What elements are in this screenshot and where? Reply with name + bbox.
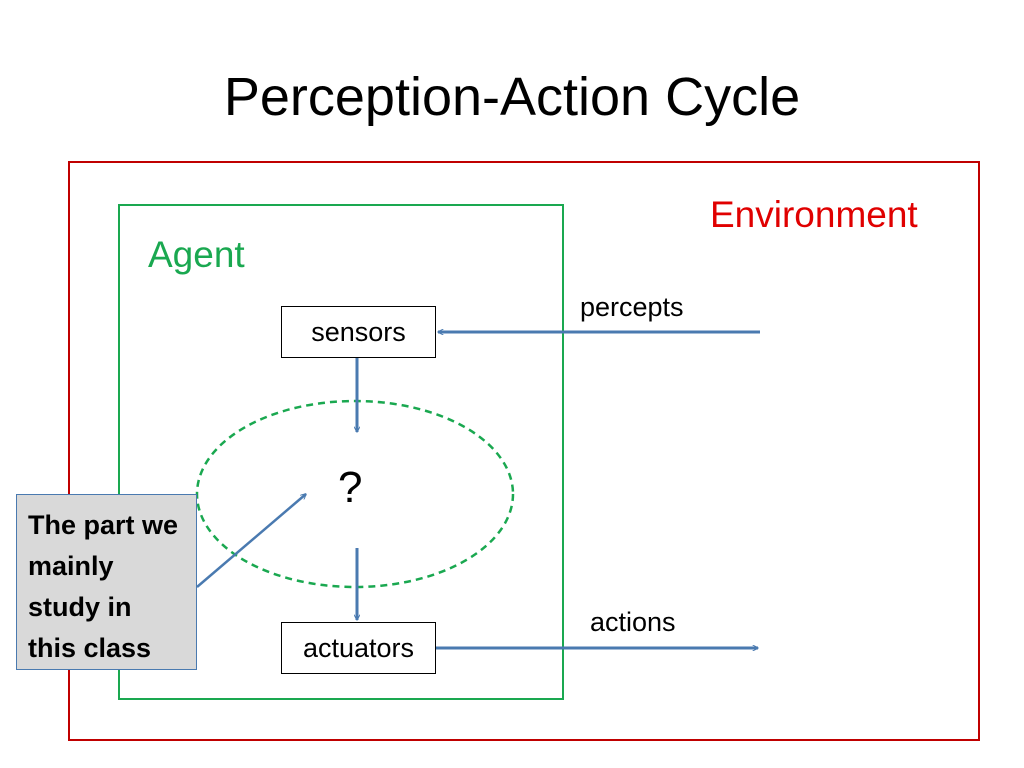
agent-box bbox=[118, 204, 564, 700]
reasoning-ellipse bbox=[195, 399, 515, 589]
sensors-box: sensors bbox=[281, 306, 436, 358]
percepts-label: percepts bbox=[580, 292, 684, 322]
unknown-process-label: ? bbox=[338, 463, 363, 512]
callout-note: The part we mainly study in this class bbox=[16, 494, 197, 670]
callout-pointer-arrow bbox=[196, 494, 306, 588]
environment-box bbox=[68, 161, 980, 741]
actuators-box: actuators bbox=[281, 622, 436, 674]
environment-label: Environment bbox=[710, 194, 918, 235]
slide-title: Perception-Action Cycle bbox=[223, 67, 801, 127]
agent-label: Agent bbox=[148, 234, 245, 275]
actions-label: actions bbox=[590, 607, 676, 637]
